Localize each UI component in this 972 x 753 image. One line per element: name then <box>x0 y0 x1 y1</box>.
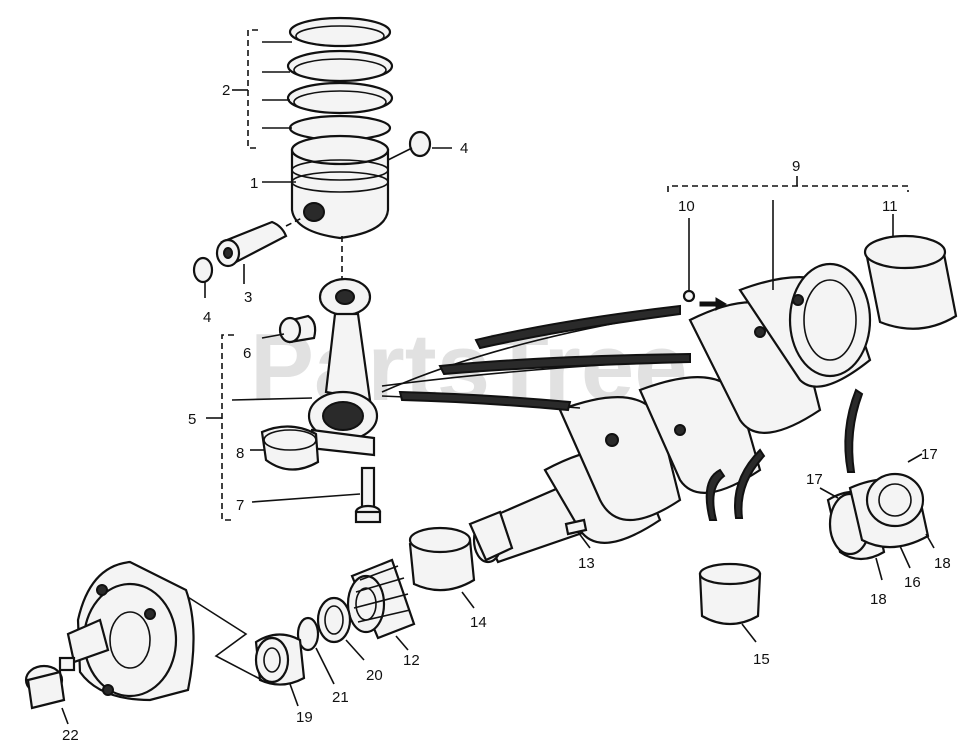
piston-rings <box>286 16 394 142</box>
connecting-rod <box>307 277 379 457</box>
callout-2: 2 <box>222 82 230 99</box>
callout-17-left: 17 <box>806 471 823 488</box>
callout-12: 12 <box>403 652 420 669</box>
callout-4-top: 4 <box>460 140 468 157</box>
crank-gear <box>346 558 416 640</box>
callout-3: 3 <box>244 289 252 306</box>
main-bearing-lower <box>698 562 762 626</box>
callout-17-right: 17 <box>921 446 938 463</box>
callout-16: 16 <box>904 574 921 591</box>
leader-zigzag <box>179 591 263 681</box>
piston <box>290 134 390 240</box>
snap-ring <box>296 616 320 652</box>
thrust-washer <box>316 596 352 644</box>
callout-5: 5 <box>188 411 196 428</box>
callout-10: 10 <box>678 198 695 215</box>
woodruff-key <box>564 518 588 536</box>
callout-11: 11 <box>882 198 898 215</box>
callout-20: 20 <box>366 667 383 684</box>
drain-plug <box>24 656 76 710</box>
rod-bearing <box>260 425 320 471</box>
retaining-clip-top <box>408 130 432 158</box>
bracket-5 <box>221 334 234 521</box>
callout-8: 8 <box>236 445 244 462</box>
rod-bolt <box>354 466 382 524</box>
main-bearing-right <box>863 234 958 330</box>
callout-13: 13 <box>578 555 595 572</box>
oil-seal <box>254 633 306 686</box>
callout-21: 21 <box>332 689 349 706</box>
callout-18-right: 18 <box>934 555 951 572</box>
callout-6: 6 <box>243 345 251 362</box>
thrust-bearing-set <box>826 472 930 561</box>
front-housing <box>66 560 195 702</box>
callout-7: 7 <box>236 497 244 514</box>
oil-passage-plug <box>682 289 696 303</box>
callout-19: 19 <box>296 709 313 726</box>
piston-pin <box>215 220 288 268</box>
callout-1: 1 <box>250 175 258 192</box>
callout-9: 9 <box>792 158 800 175</box>
front-main-bearing <box>408 526 476 592</box>
callout-18-left: 18 <box>870 591 887 608</box>
callout-15: 15 <box>753 651 770 668</box>
retaining-clip-left <box>192 256 214 284</box>
callout-22: 22 <box>62 727 79 744</box>
callout-4-left: 4 <box>203 309 211 326</box>
crankshaft <box>468 262 872 564</box>
bracket-2 <box>247 29 258 149</box>
bracket-9 <box>667 185 909 192</box>
callout-14: 14 <box>470 614 487 631</box>
